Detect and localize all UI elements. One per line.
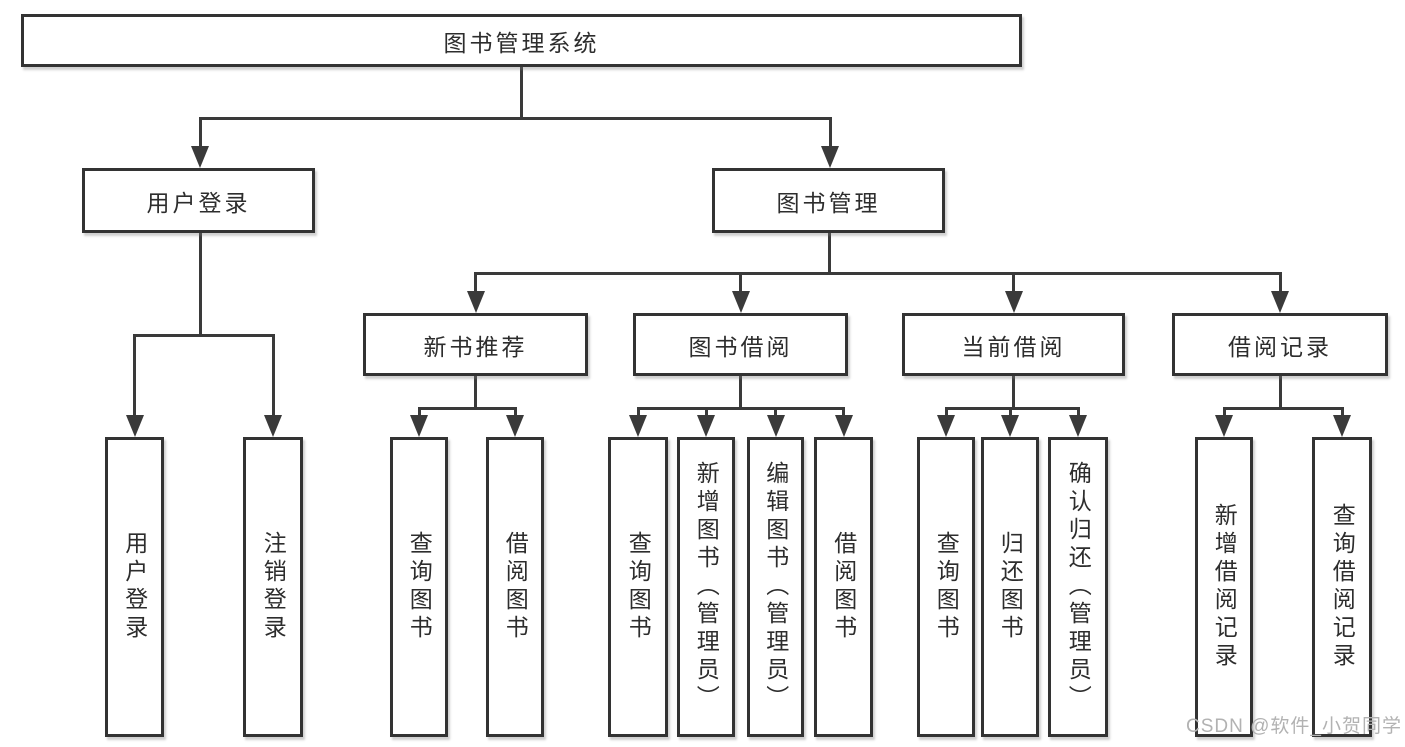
node-new-book-recommend-label: 新书推荐 bbox=[423, 333, 528, 360]
connector-line bbox=[827, 233, 831, 275]
leaf-add-borrow-record-label: 新增借阅记录 bbox=[1211, 503, 1238, 671]
leaf-query-books-current: 查询图书 bbox=[917, 437, 975, 737]
connector-line bbox=[519, 67, 523, 120]
leaf-logout-label: 注销登录 bbox=[260, 531, 287, 643]
connector-line bbox=[842, 407, 845, 417]
leaf-query-books-recommend-label: 查询图书 bbox=[406, 531, 433, 643]
connector-line bbox=[1222, 407, 1344, 410]
arrow-down-icon bbox=[821, 146, 839, 168]
connector-line bbox=[1012, 272, 1015, 293]
connector-line bbox=[198, 117, 202, 148]
connector-line bbox=[704, 407, 708, 417]
leaf-borrow-books-label: 借阅图书 bbox=[830, 531, 857, 643]
connector-line bbox=[474, 376, 477, 410]
leaf-add-book-admin-label: 新增图书（管理员） bbox=[693, 461, 720, 713]
arrow-down-icon bbox=[731, 291, 750, 313]
connector-line bbox=[513, 407, 517, 417]
connector-line bbox=[636, 407, 640, 417]
connector-line bbox=[1076, 407, 1080, 417]
leaf-edit-book-admin-label: 编辑图书（管理员） bbox=[762, 461, 789, 713]
connector-line bbox=[417, 407, 421, 417]
arrow-down-icon bbox=[1215, 415, 1233, 437]
connector-line bbox=[944, 407, 948, 417]
connector-line bbox=[1222, 407, 1226, 417]
node-new-book-recommend: 新书推荐 bbox=[363, 313, 588, 376]
connector-line bbox=[417, 407, 517, 410]
node-borrow-records: 借阅记录 bbox=[1172, 313, 1388, 376]
connector-line bbox=[474, 272, 1282, 275]
connector-line bbox=[636, 407, 845, 410]
connector-line bbox=[774, 407, 777, 417]
arrow-down-icon bbox=[1333, 415, 1351, 437]
arrow-down-icon bbox=[697, 415, 715, 437]
leaf-confirm-return-admin-label: 确认归还（管理员） bbox=[1065, 461, 1092, 713]
leaf-query-books-borrowing: 查询图书 bbox=[608, 437, 668, 737]
leaf-query-books-borrowing-label: 查询图书 bbox=[625, 531, 652, 643]
arrow-down-icon bbox=[1004, 291, 1023, 313]
connector-line bbox=[1340, 407, 1344, 417]
connector-line bbox=[1278, 272, 1282, 293]
leaf-user-login: 用户登录 bbox=[105, 437, 164, 737]
arrow-down-icon bbox=[1271, 291, 1289, 313]
node-user-login-label: 用户登录 bbox=[146, 189, 251, 216]
node-root-label: 图书管理系统 bbox=[443, 29, 600, 56]
leaf-borrow-books-recommend-label: 借阅图书 bbox=[502, 531, 529, 643]
connector-line bbox=[198, 117, 832, 120]
connector-line bbox=[1008, 407, 1012, 417]
arrow-down-icon bbox=[1001, 415, 1019, 437]
node-borrow-records-label: 借阅记录 bbox=[1228, 333, 1332, 360]
node-book-management: 图书管理 bbox=[712, 168, 945, 233]
connector-line bbox=[1012, 376, 1015, 410]
leaf-edit-book-admin: 编辑图书（管理员） bbox=[747, 437, 804, 737]
leaf-return-book-label: 归还图书 bbox=[997, 531, 1024, 643]
connector-line bbox=[133, 334, 275, 337]
connector-line bbox=[133, 334, 136, 417]
connector-line bbox=[474, 272, 477, 293]
arrow-down-icon bbox=[410, 415, 428, 437]
node-current-borrowing: 当前借阅 bbox=[902, 313, 1125, 376]
leaf-add-borrow-record: 新增借阅记录 bbox=[1195, 437, 1253, 737]
leaf-user-login-label: 用户登录 bbox=[121, 531, 148, 643]
node-book-borrowing-label: 图书借阅 bbox=[688, 333, 793, 360]
arrow-down-icon bbox=[466, 291, 485, 313]
connector-line bbox=[828, 117, 832, 148]
arrow-down-icon bbox=[629, 415, 647, 437]
leaf-query-borrow-record-label: 查询借阅记录 bbox=[1329, 503, 1356, 671]
connector-line bbox=[944, 407, 1080, 410]
connector-line bbox=[198, 233, 202, 337]
node-root: 图书管理系统 bbox=[21, 14, 1022, 67]
arrow-down-icon bbox=[125, 415, 144, 437]
arrow-down-icon bbox=[264, 415, 282, 437]
node-book-borrowing: 图书借阅 bbox=[633, 313, 848, 376]
node-user-login: 用户登录 bbox=[82, 168, 315, 233]
arrow-down-icon bbox=[766, 415, 785, 437]
leaf-query-books-current-label: 查询图书 bbox=[933, 531, 960, 643]
arrow-down-icon bbox=[1069, 415, 1087, 437]
leaf-borrow-books-recommend: 借阅图书 bbox=[486, 437, 544, 737]
leaf-add-book-admin: 新增图书（管理员） bbox=[677, 437, 735, 737]
leaf-query-books-recommend: 查询图书 bbox=[390, 437, 448, 737]
connector-line bbox=[1278, 376, 1282, 410]
leaf-query-borrow-record: 查询借阅记录 bbox=[1312, 437, 1372, 737]
arrow-down-icon bbox=[834, 415, 853, 437]
arrow-down-icon bbox=[191, 146, 209, 168]
connector-line bbox=[271, 334, 275, 417]
connector-line bbox=[739, 272, 742, 293]
node-book-management-label: 图书管理 bbox=[776, 189, 881, 216]
leaf-logout: 注销登录 bbox=[243, 437, 303, 737]
arrow-down-icon bbox=[937, 415, 955, 437]
leaf-confirm-return-admin: 确认归还（管理员） bbox=[1048, 437, 1108, 737]
csdn-watermark: CSDN @软件_小贺同学 bbox=[1186, 716, 1402, 737]
node-current-borrowing-label: 当前借阅 bbox=[961, 333, 1066, 360]
connector-line bbox=[739, 376, 742, 410]
arrow-down-icon bbox=[506, 415, 524, 437]
leaf-return-book: 归还图书 bbox=[981, 437, 1039, 737]
leaf-borrow-books: 借阅图书 bbox=[814, 437, 873, 737]
